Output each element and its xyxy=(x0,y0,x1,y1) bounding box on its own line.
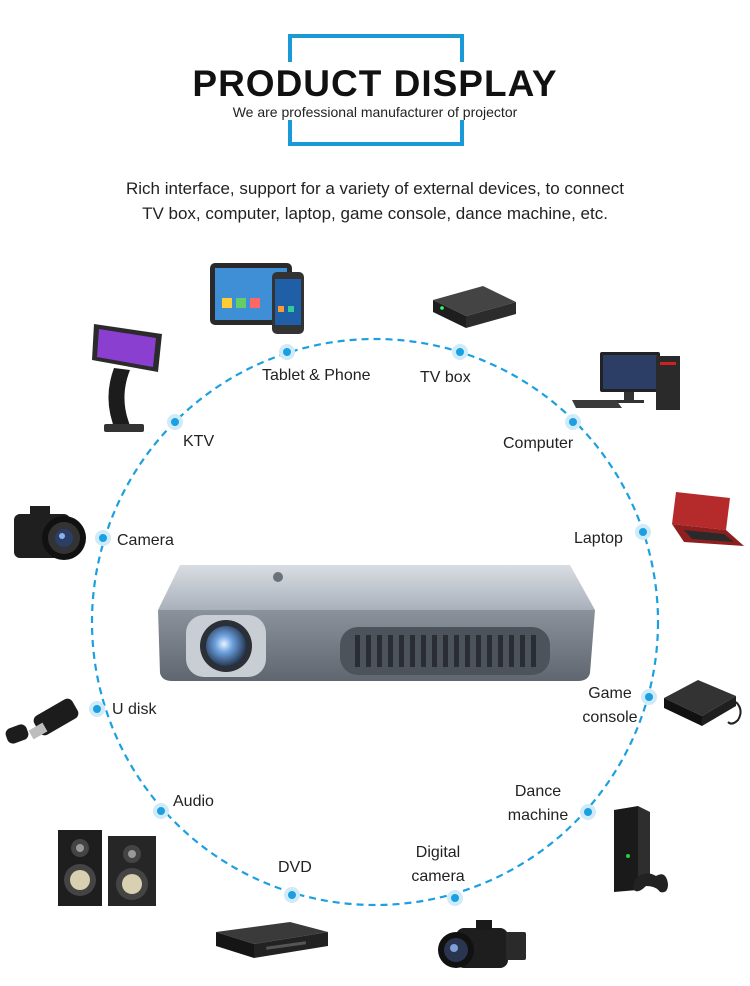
label-digital-camera-line-1: Digital xyxy=(415,844,461,861)
label-ktv: KTV xyxy=(183,433,215,450)
dot-tablet-phone xyxy=(279,344,295,360)
page-title: PRODUCT DISPLAY xyxy=(0,63,750,105)
label-camera: Camera xyxy=(117,532,174,549)
label-digital-camera-line-2: camera xyxy=(411,868,465,885)
label-computer: Computer xyxy=(503,435,574,452)
label-dance-machine: Dance machine xyxy=(500,780,576,828)
dot-laptop xyxy=(635,524,651,540)
dot-dance-machine xyxy=(580,804,596,820)
laptop-image xyxy=(672,492,744,546)
label-dance-machine-line-2: machine xyxy=(507,807,569,824)
description-line-1: Rich interface, support for a variety of… xyxy=(126,179,624,198)
dot-dvd xyxy=(284,887,300,903)
audio-image xyxy=(58,830,156,906)
camera-image xyxy=(14,506,86,560)
title-frame xyxy=(288,34,464,146)
dance-machine-image xyxy=(614,806,668,893)
label-game-console: Game console xyxy=(566,682,654,730)
tv-box-image xyxy=(433,286,516,328)
dot-computer xyxy=(565,414,581,430)
dot-tv-box xyxy=(452,344,468,360)
label-tablet-phone: Tablet & Phone xyxy=(262,367,371,384)
digital-camera-image xyxy=(438,920,526,968)
label-game-console-line-2: console xyxy=(582,709,638,726)
label-dance-machine-line-1: Dance xyxy=(514,783,562,800)
dot-camera xyxy=(95,530,111,546)
dot-audio xyxy=(153,803,169,819)
description: Rich interface, support for a variety of… xyxy=(60,176,690,226)
game-console-image xyxy=(664,680,742,726)
dot-u-disk xyxy=(89,701,105,717)
projector-image xyxy=(158,565,595,681)
dot-digital-camera xyxy=(447,890,463,906)
dot-game-console xyxy=(641,689,657,705)
label-digital-camera: Digital camera xyxy=(406,841,470,889)
u-disk-image xyxy=(5,698,79,744)
label-audio: Audio xyxy=(173,793,214,810)
label-laptop: Laptop xyxy=(574,530,623,547)
dot-ktv xyxy=(167,414,183,430)
label-tv-box: TV box xyxy=(420,369,471,386)
label-game-console-line-1: Game xyxy=(588,685,632,702)
dvd-image xyxy=(216,922,328,958)
page-subtitle: We are professional manufacturer of proj… xyxy=(232,104,518,120)
ktv-image xyxy=(92,324,162,432)
description-line-2: TV box, computer, laptop, game console, … xyxy=(142,204,608,223)
label-u-disk: U disk xyxy=(112,701,157,718)
label-dvd: DVD xyxy=(278,859,312,876)
tablet-phone-image xyxy=(210,263,304,334)
computer-image xyxy=(572,352,680,410)
